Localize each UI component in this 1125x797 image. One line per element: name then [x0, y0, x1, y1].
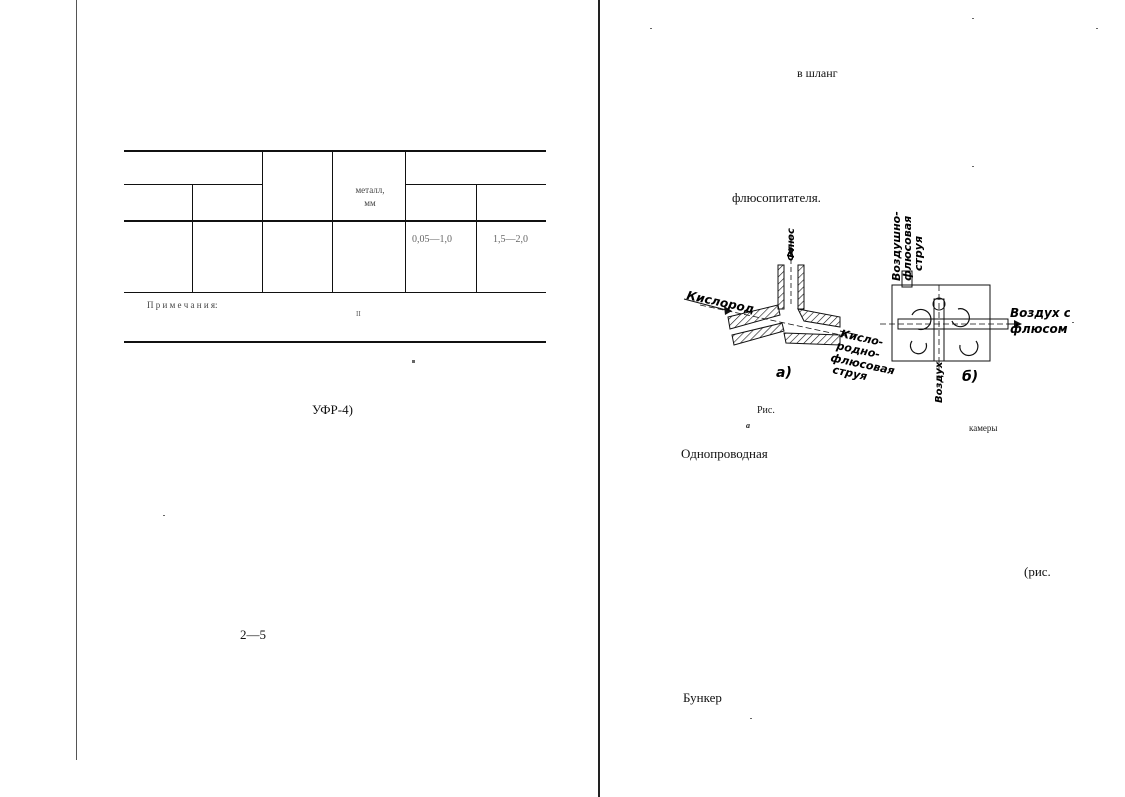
flux-feeder-text: флюсопитателя. [732, 190, 821, 205]
figure-label-air-with: Воздух с [1010, 306, 1070, 320]
table-header-metal: металл, [355, 185, 385, 195]
table-bottom-rule [124, 341, 546, 343]
figure-b: Воздушно- флюсовая струя Воздух с флюсом… [880, 211, 1070, 403]
figure-sub-b: б) [962, 369, 978, 385]
left-page-edge [76, 0, 77, 760]
fig-reference: (рис. [1024, 564, 1051, 579]
scan-speck [1096, 28, 1098, 29]
table-header-rule [124, 220, 546, 222]
table-col-line [262, 151, 263, 292]
figure-caption-chamber: камеры [969, 423, 998, 433]
scan-speck [972, 166, 974, 167]
figure-label-with-flux: флюсом [1010, 322, 1068, 336]
scan-speck [1072, 322, 1074, 323]
figure-sub-a: а) [776, 365, 792, 381]
figure-caption-a: а [746, 421, 750, 430]
figure-label-air-flux-jet-1: Воздушно- [890, 211, 903, 281]
table-notes-mark: II [356, 310, 361, 318]
scan-speck [650, 28, 652, 29]
figure-a: Флюс Кислород Кисло- родно- флюсовая стр… [683, 228, 896, 383]
figure-label-air-flux-jet-2: флюсовая [901, 216, 914, 281]
table-notes-label: П р и м е ч а н и я: [147, 300, 218, 310]
table-col-line [192, 185, 193, 292]
figure-label-air: Воздух [934, 361, 945, 403]
table-header-unit: мм [364, 198, 376, 208]
scan-speck [163, 515, 165, 516]
table-body-rule [124, 292, 546, 293]
figure-caption: Рис. [757, 405, 775, 416]
table-subhead-rule-left [124, 184, 262, 185]
spine-line [598, 0, 600, 797]
footer-range: 2—5 [240, 627, 266, 642]
table-subhead-rule-right [406, 184, 546, 185]
caption-ufr: УФР-4) [312, 402, 353, 417]
table-col-line [476, 185, 477, 292]
figure-label-oxygen: Кислород [685, 288, 755, 316]
scan-speck [750, 718, 752, 719]
hose-text: в шланг [797, 66, 838, 80]
figure-diagram: Флюс Кислород Кисло- родно- флюсовая стр… [683, 211, 1070, 403]
table-cell-range-1: 0,05—1,0 [412, 234, 452, 245]
table-top-rule [124, 150, 546, 152]
figure-label-flux: Флюс [786, 228, 797, 261]
table-col-line [332, 151, 333, 292]
bunker-text: Бункер [683, 690, 722, 705]
scan-speck [972, 18, 974, 19]
single-wire-text: Однопроводная [681, 446, 768, 461]
table-col-line [405, 151, 406, 292]
table-cell-range-2: 1,5—2,0 [493, 234, 528, 245]
figure-label-air-flux-jet-3: струя [912, 236, 925, 271]
scan-speck [412, 360, 415, 363]
